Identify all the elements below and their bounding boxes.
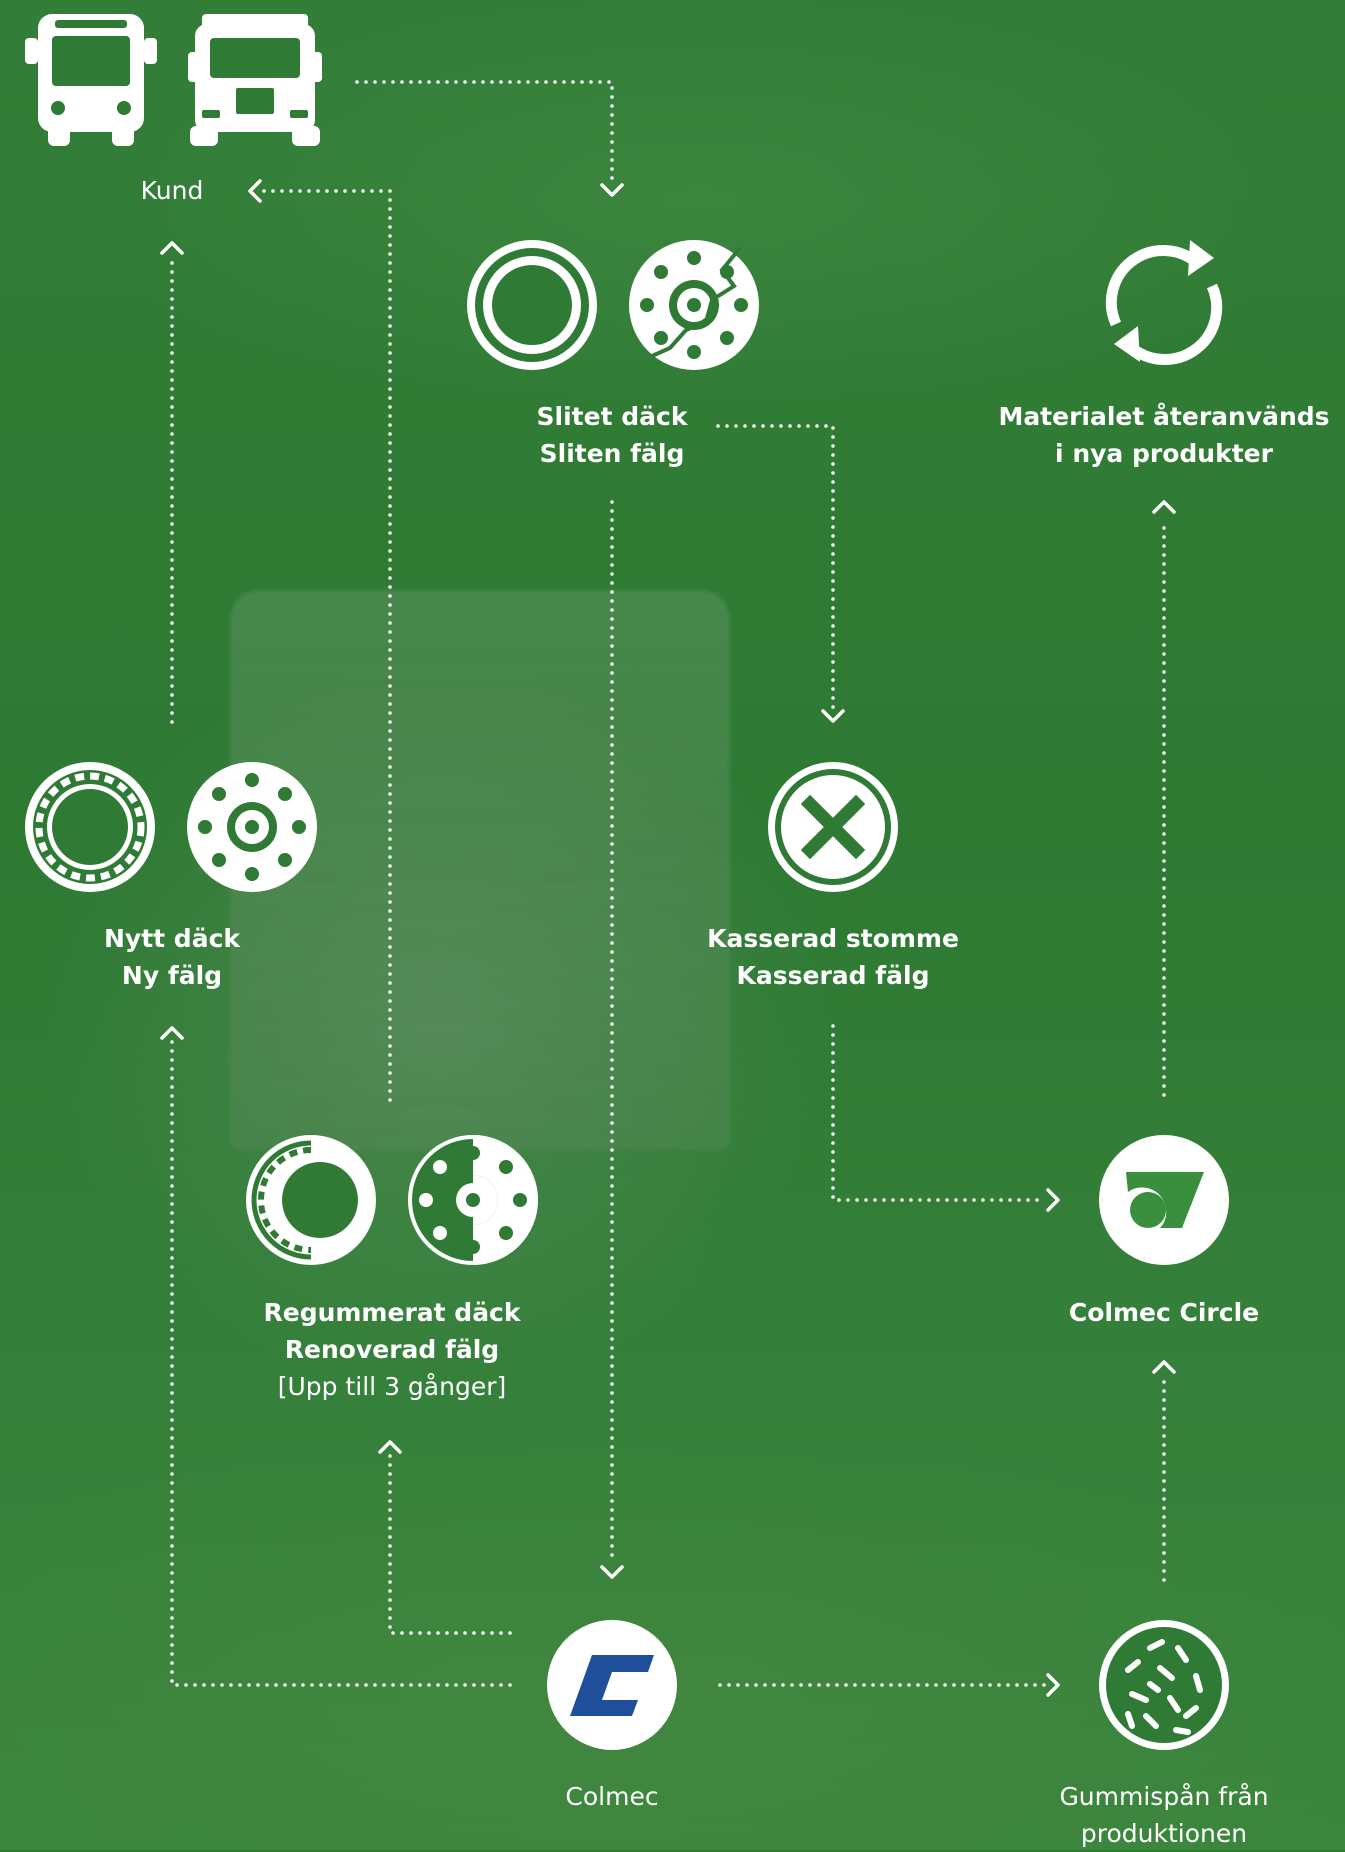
colmec-text: Colmec — [565, 1782, 659, 1811]
regummerat-line3: [Upp till 3 gånger] — [277, 1372, 507, 1401]
label-regummerat: Regummerat däck Renoverad fälg [Upp till… — [263, 1294, 520, 1405]
kund-text: Kund — [140, 176, 204, 205]
connector-gummispan-to-colmec-circle — [1152, 1360, 1176, 1582]
renovated-rim-icon — [408, 1135, 538, 1265]
kasserad-line2: Kasserad fälg — [736, 961, 930, 990]
label-kund: Kund — [141, 172, 204, 209]
label-slitet: Slitet däck Sliten fälg — [537, 398, 688, 472]
gummispan-line2: produktionen — [1080, 1819, 1248, 1848]
retread-tire-icon — [246, 1135, 376, 1265]
slitet-line2: Sliten fälg — [539, 439, 685, 468]
connector-colmec-to-regummerat — [378, 1440, 512, 1635]
regummerat-line2: Renoverad fälg — [284, 1335, 500, 1364]
recycle-icon — [1105, 240, 1223, 366]
connector-colmec-to-gummispan — [718, 1673, 1060, 1697]
connector-colmec-to-nytt — [160, 1026, 512, 1687]
label-gummispan: Gummispån från produktionen — [1059, 1778, 1268, 1852]
connector-slitet-to-kasserad — [716, 424, 845, 723]
connector-colmec-circle-to-materialet — [1152, 500, 1176, 1097]
label-nytt: Nytt däck Ny fälg — [104, 920, 240, 994]
truck-background — [230, 590, 730, 1150]
worn-rim-icon — [629, 240, 759, 370]
connector-nytt-to-kund — [160, 241, 184, 724]
new-rim-icon — [187, 762, 317, 892]
slitet-line1: Slitet däck — [536, 402, 688, 431]
nytt-line2: Ny fälg — [121, 961, 223, 990]
colmec-circle-logo — [1099, 1135, 1229, 1265]
label-kasserad: Kasserad stomme Kasserad fälg — [707, 920, 959, 994]
worn-tire-icon — [467, 240, 597, 370]
connector-regummerat-to-kund — [248, 179, 392, 1102]
connector-truck-to-slitet — [355, 80, 624, 197]
materialet-line2: i nya produkter — [1055, 439, 1273, 468]
nytt-line1: Nytt däck — [103, 924, 241, 953]
label-colmec-circle: Colmec Circle — [1069, 1294, 1259, 1331]
new-tire-icon — [25, 762, 155, 892]
label-materialet: Materialet återanvänds i nya produkter — [998, 398, 1329, 472]
regummerat-line1: Regummerat däck — [263, 1298, 521, 1327]
connector-kasserad-to-colmec-circle — [831, 1024, 1060, 1212]
discard-icon — [768, 762, 898, 892]
rubber-crumb-icon — [1099, 1620, 1229, 1750]
colmec-circle-text: Colmec Circle — [1068, 1298, 1260, 1327]
colmec-logo — [547, 1620, 677, 1750]
bus-icon — [25, 14, 157, 146]
label-colmec: Colmec — [565, 1778, 658, 1815]
truck-icon — [188, 14, 322, 146]
gummispan-line1: Gummispån från — [1059, 1782, 1269, 1811]
connector-slitet-to-colmec — [600, 500, 624, 1579]
kasserad-line1: Kasserad stomme — [707, 924, 959, 953]
materialet-line1: Materialet återanvänds — [998, 402, 1330, 431]
